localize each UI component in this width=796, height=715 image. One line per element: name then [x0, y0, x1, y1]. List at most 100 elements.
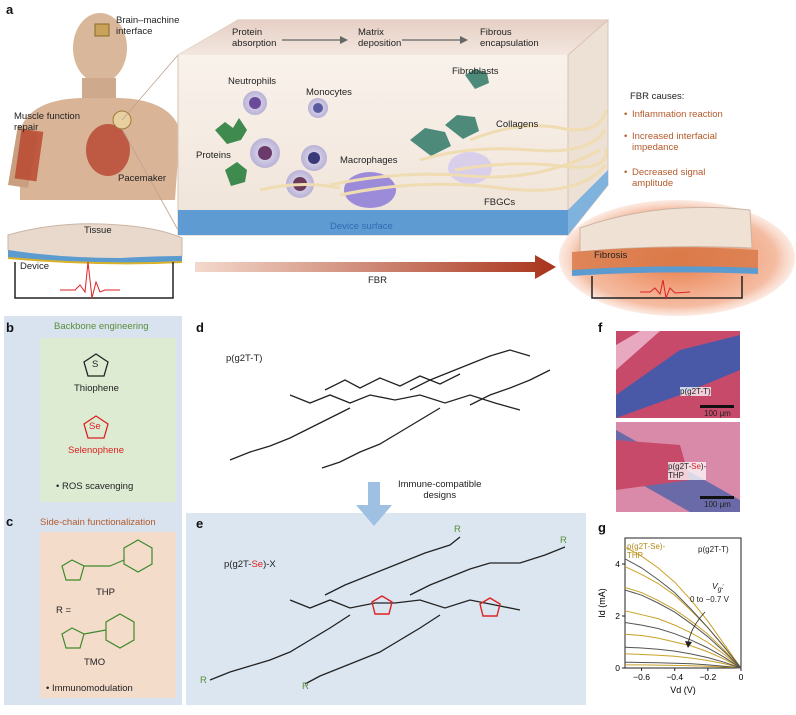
histology-top: [616, 331, 740, 418]
tmo-structure: [61, 613, 135, 649]
immuno-bullet: • Immunomodulation: [46, 683, 133, 694]
thiophene-s-atom: S: [92, 359, 99, 370]
label-fbr: FBR: [368, 275, 387, 286]
panel-letter-a: a: [6, 2, 14, 17]
panel-e-bg: [186, 513, 586, 705]
polymer-e-prefix: p(g2T-: [224, 559, 252, 570]
polymer-d-label: p(g2T-T): [226, 353, 263, 364]
cause-bullet-2: •: [624, 131, 628, 142]
series-line-5: [624, 653, 742, 669]
label-neutrophils: Neutrophils: [228, 76, 277, 87]
y-tick-label: 0: [615, 663, 620, 673]
histo-bottom-label: p(g2T-Se)- THP: [668, 462, 707, 481]
step-matrix-deposition: Matrix deposition: [358, 27, 402, 49]
label-pacemaker: Pacemaker: [118, 173, 167, 184]
cause-1: Inflammation reaction: [632, 109, 723, 120]
series-line-4: [624, 633, 742, 669]
vg-arrow-head: [685, 641, 692, 648]
legend-gold: p(g2T-Se)- THP: [627, 542, 666, 561]
zoom-line: [121, 54, 179, 121]
label-selenophene: Selenophene: [68, 445, 124, 456]
series-line-6: [625, 664, 742, 669]
fbr-arrow: [195, 255, 556, 279]
panel-letter-e: e: [196, 516, 204, 531]
series-line-8: [624, 589, 742, 669]
tissue-right: [559, 200, 795, 316]
vg-range: 0 to −0.7 V: [690, 595, 729, 604]
thiophene-structure: [83, 353, 109, 377]
tissue-left: [7, 223, 183, 299]
label-thp: THP: [96, 587, 115, 598]
label-device-surface: Device surface: [330, 221, 393, 232]
series-line-2: [624, 586, 742, 669]
selenophene-se-atom: Se: [89, 421, 101, 432]
label-monocytes: Monocytes: [306, 87, 352, 98]
step-fibrous-encapsulation: Fibrous encapsulation: [480, 27, 539, 49]
cause-bullet-1: •: [624, 109, 628, 120]
process-arrow-head: [340, 36, 348, 44]
panel-b-inner: [40, 338, 176, 502]
panel-letter-f: f: [598, 320, 603, 335]
chart-frame: [624, 537, 742, 669]
scalebar-bottom: 100 μm: [704, 500, 731, 509]
panel-letter-g: g: [598, 520, 606, 535]
label-collagens: Collagens: [496, 119, 539, 130]
design-arrow: [356, 482, 392, 526]
y-axis-label: Id (mA): [597, 588, 607, 618]
backbone-e: [209, 536, 566, 685]
series-line-0: [624, 546, 742, 669]
panel-c-inner: [40, 532, 176, 698]
x-tick-label: −0.4: [666, 672, 683, 682]
backbone-d: [229, 349, 551, 469]
panel-letter-b: b: [6, 320, 14, 335]
label-fibrosis: Fibrosis: [594, 250, 628, 261]
vg-label-sub: g: [717, 585, 722, 594]
human-figure: [8, 13, 180, 200]
thp-structure: [61, 539, 153, 581]
panel-letter-c: c: [6, 514, 14, 529]
label-proteins: Proteins: [196, 150, 231, 161]
r-label-1: R: [454, 524, 461, 535]
r-label-3: R: [200, 675, 207, 686]
vg-label: Vg:: [712, 581, 724, 594]
design-arrow-text: Immune-compatible designs: [398, 479, 482, 501]
panel-letter-d: d: [196, 320, 204, 335]
r-label-2: R: [560, 535, 567, 546]
label-tmo: TMO: [84, 657, 106, 668]
x-tick-label: 0: [739, 672, 744, 682]
step-protein-absorption: Protein absorption: [232, 27, 277, 49]
r-label-4: R: [302, 681, 309, 692]
x-tick-label: −0.6: [633, 672, 650, 682]
polymer-e-label: p(g2T-Se)-X: [224, 559, 276, 571]
histo-top-label: p(g2T-T): [680, 387, 711, 397]
label-tissue: Tissue: [84, 225, 112, 236]
vg-label-main: V: [712, 581, 718, 591]
label-fibroblasts: Fibroblasts: [452, 66, 499, 77]
label-device: Device: [20, 261, 50, 272]
ros-bullet: • ROS scavenging: [56, 481, 134, 492]
series-line-10: [624, 646, 742, 669]
polymer-e-se: Se: [251, 559, 264, 570]
label-macrophages: Macrophages: [340, 155, 398, 166]
zoom-line: [121, 128, 179, 231]
label-bmi: Brain–machine interface: [116, 15, 180, 37]
y-tick-label: 2: [615, 611, 620, 621]
cause-bullet-3: •: [624, 167, 628, 178]
collagen-fibers: [259, 109, 608, 197]
backbone-title: Backbone engineering: [54, 321, 149, 332]
x-axis-label: Vd (V): [670, 685, 696, 695]
y-tick-label: 4: [615, 559, 620, 569]
sidechain-title: Side-chain functionalization: [40, 517, 156, 528]
legend-gray: p(g2T-T): [698, 545, 729, 554]
label-r-eq: R =: [56, 605, 72, 616]
histo-bottom-se: Se: [691, 462, 701, 471]
cause-2: Increased interfacial impedance: [632, 131, 718, 153]
se-rings-e: [371, 595, 501, 617]
series-line-3: [624, 610, 742, 669]
process-arrow-head: [460, 36, 468, 44]
histo-bottom-prefix: p(g2T-: [668, 462, 692, 471]
polymer-e-suffix: )-X: [263, 559, 276, 570]
causes-title: FBR causes:: [630, 91, 685, 102]
